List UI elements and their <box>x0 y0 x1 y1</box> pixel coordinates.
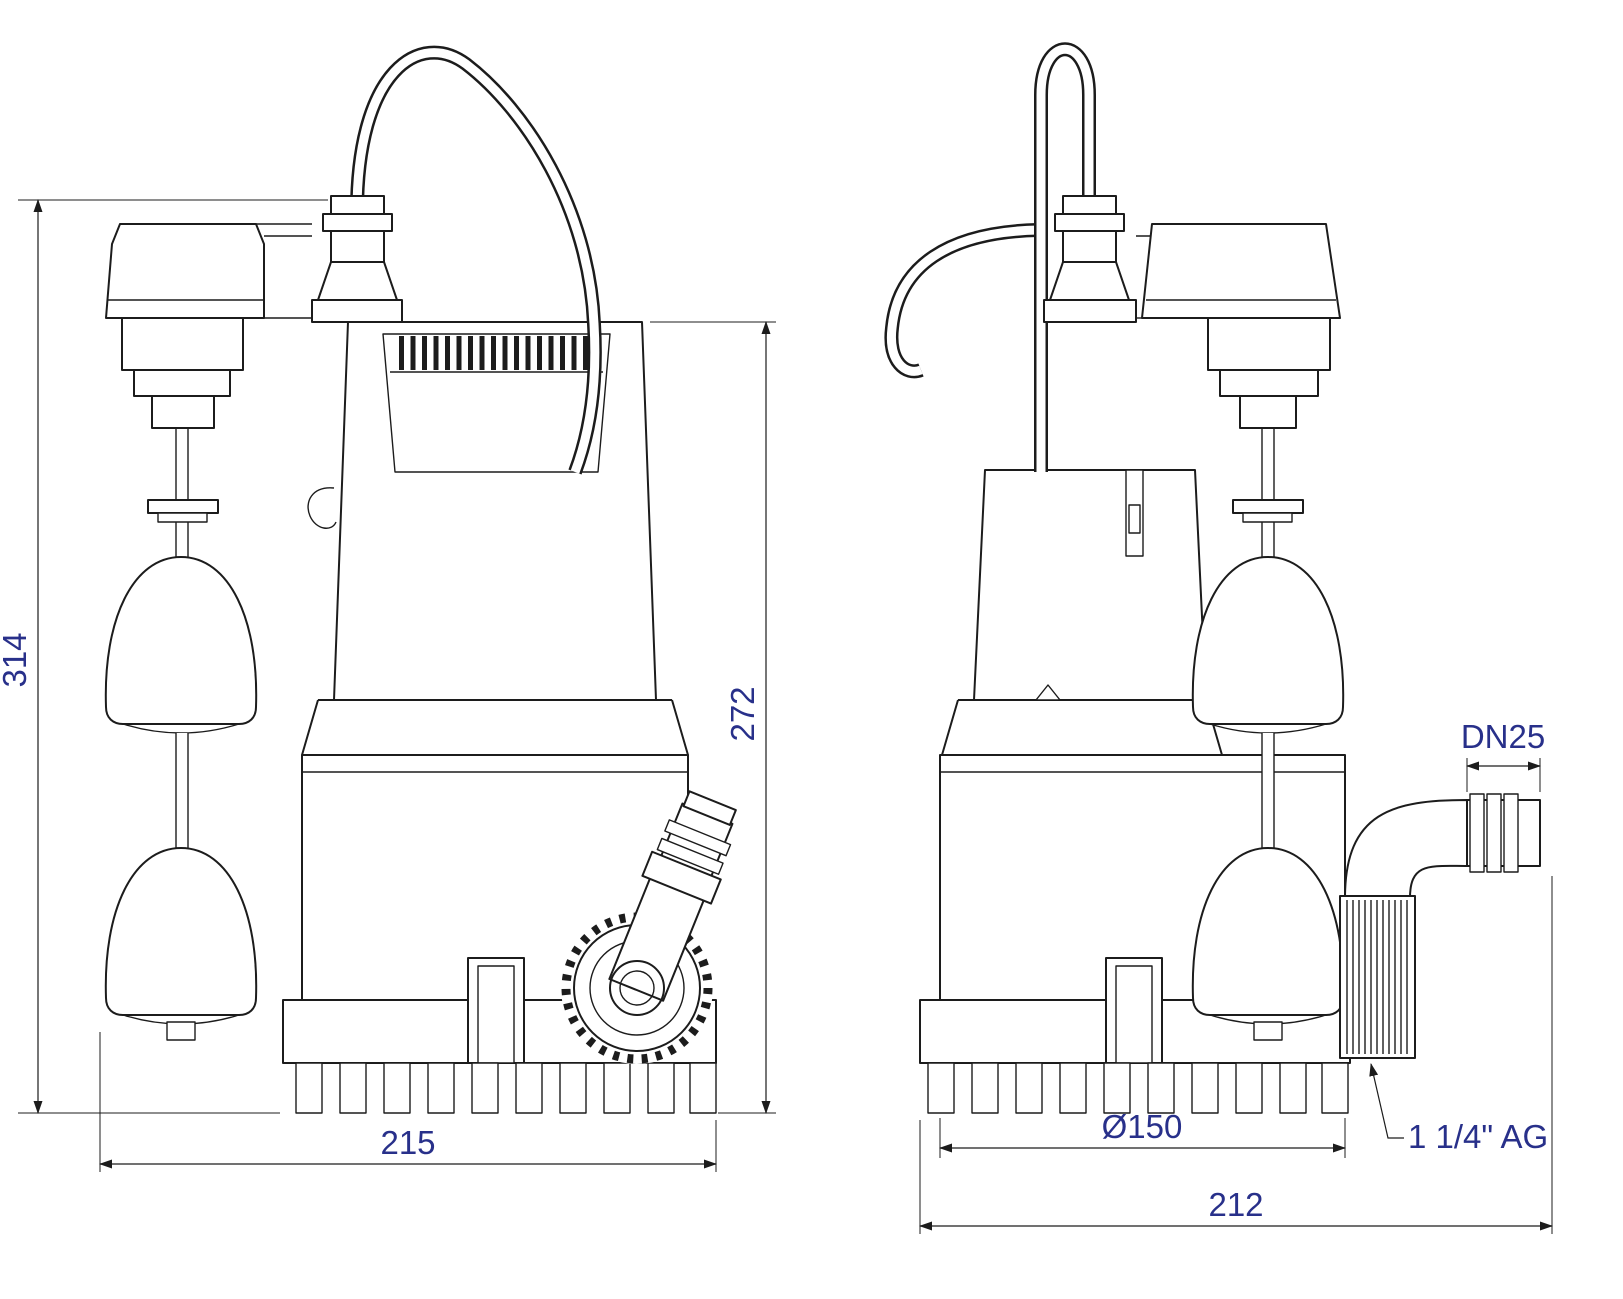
power-cable <box>350 45 602 475</box>
side-view: DN25 Ø150 212 1 1/4" AG <box>884 42 1553 1234</box>
dimension-label-hose-dn: DN25 <box>1461 718 1545 755</box>
dimension-height-total: 314 <box>0 199 328 1114</box>
dimension-label-height-pump: 272 <box>724 686 761 741</box>
cable-gland <box>311 195 403 323</box>
cable-hook <box>307 487 337 529</box>
float-rod <box>175 428 189 557</box>
dimension-label-base-diameter: Ø150 <box>1102 1108 1183 1145</box>
float-bell-upper <box>1191 556 1345 734</box>
leader-line <box>1369 1063 1404 1139</box>
float-nub <box>166 1021 196 1041</box>
front-view: 314 272 215 <box>0 45 776 1172</box>
dimension-width-front: 215 <box>99 1032 717 1172</box>
hose-outlet-side <box>1339 793 1541 1059</box>
thread-callout: 1 1/4" AG <box>1369 1063 1548 1155</box>
dimension-hose-dn: DN25 <box>1461 718 1545 792</box>
float-switch <box>1136 223 1345 1041</box>
thread-ridges <box>1346 900 1408 1054</box>
pump-body <box>282 754 717 1064</box>
power-cable <box>884 42 1096 472</box>
outlet-elbow <box>1344 799 1468 899</box>
base-feet <box>927 1062 1349 1114</box>
cable-gland <box>1043 195 1137 323</box>
dimension-height-pump: 272 <box>650 321 776 1114</box>
upper-housing <box>973 469 1207 701</box>
float-bell-upper <box>104 556 258 734</box>
dimension-width-total: 212 <box>919 876 1553 1234</box>
dimension-label-width-total: 212 <box>1208 1186 1263 1223</box>
dimension-label-width-front: 215 <box>380 1124 435 1161</box>
base-feet <box>295 1062 717 1114</box>
thread-label: 1 1/4" AG <box>1408 1118 1548 1155</box>
float-rod <box>1261 428 1275 557</box>
float-switch-head <box>105 223 265 319</box>
float-switch-head <box>1141 223 1341 319</box>
strainer-housing <box>307 321 657 701</box>
dimension-base-diameter: Ø150 <box>939 1108 1346 1158</box>
shoulder-flange <box>940 684 1345 756</box>
float-switch <box>104 223 312 1041</box>
float-rod <box>175 733 189 848</box>
float-rod <box>1261 733 1275 848</box>
hose-barb-fitting <box>608 790 737 1002</box>
float-nub <box>1253 1021 1283 1041</box>
float-bell-lower <box>104 847 258 1025</box>
hose-outlet-front <box>561 790 737 1064</box>
dimension-label-height-total: 314 <box>0 632 33 687</box>
